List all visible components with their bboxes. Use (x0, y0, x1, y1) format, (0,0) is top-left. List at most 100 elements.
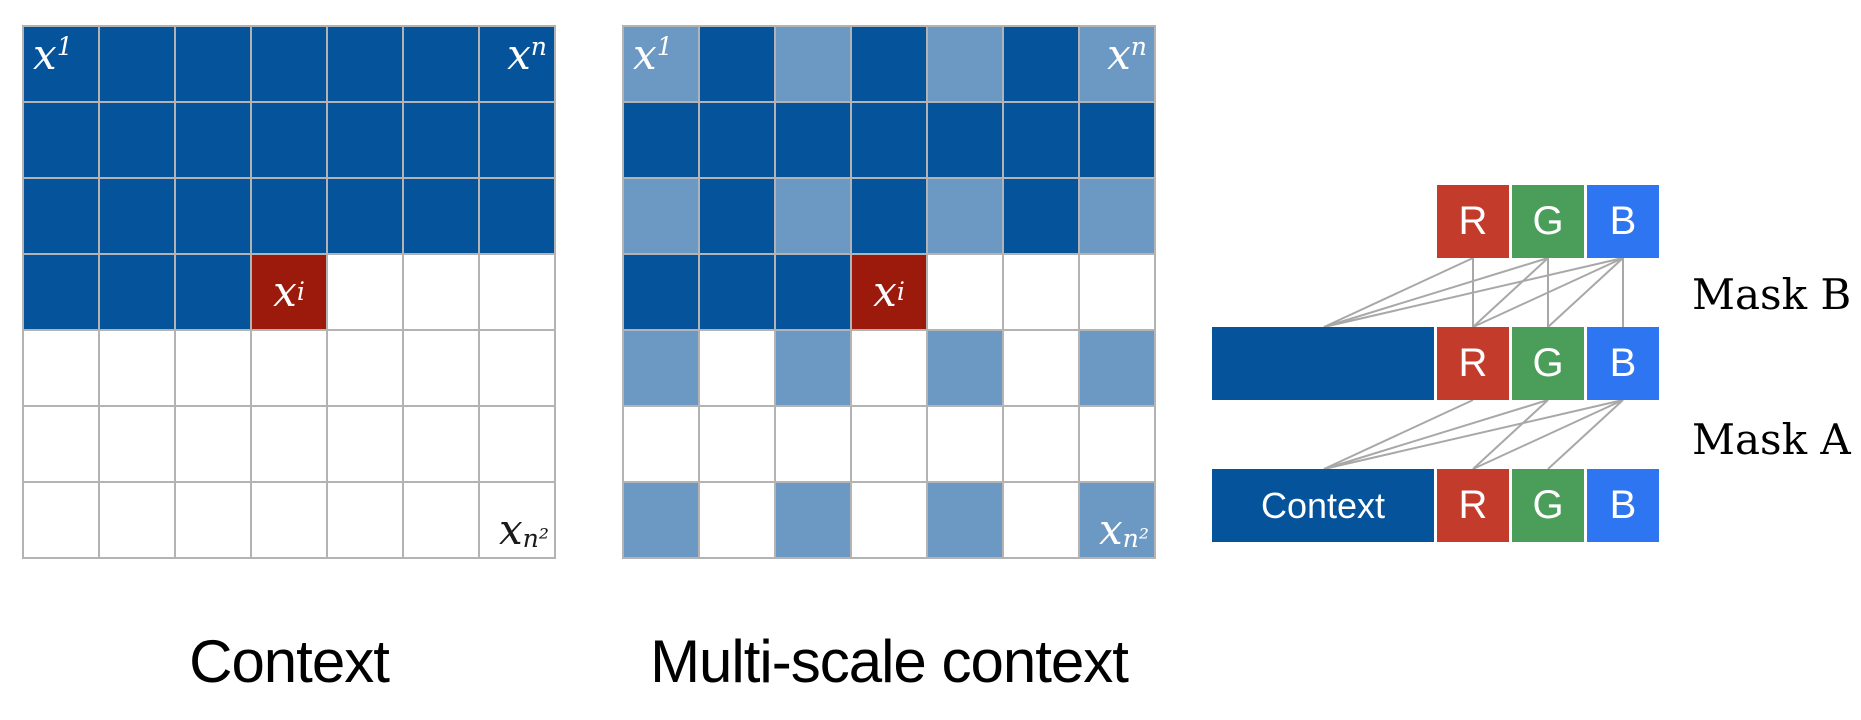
r-cell-bottom: R (1437, 469, 1509, 542)
cell-context (480, 27, 554, 101)
mask-b-line-R-B (1472, 257, 1624, 328)
cell-multiscale-context (624, 27, 698, 101)
cell-future (928, 407, 1002, 481)
cell-multiscale-context (928, 179, 1002, 253)
cell-context (328, 27, 402, 101)
math-base: x (33, 30, 57, 79)
cell-future (480, 407, 554, 481)
mask-b-line-G-B (1547, 257, 1624, 328)
cell-context (700, 255, 774, 329)
cell-future (328, 407, 402, 481)
math-base: x (1107, 30, 1131, 79)
left-grid-caption: Context (189, 628, 390, 695)
math-subscript: n² (1122, 523, 1149, 553)
cell-context (480, 103, 554, 177)
cell-current-pixel (852, 255, 926, 329)
cell-context (776, 103, 850, 177)
math-base: x (633, 30, 657, 79)
math-subscript: i (296, 277, 305, 307)
cell-future (404, 483, 478, 557)
cell-future (852, 407, 926, 481)
b-cell-bottom: B (1587, 469, 1659, 542)
middle-grid-caption: Multi-scale context (650, 628, 1129, 695)
cell-multiscale-context (624, 483, 698, 557)
cell-context (328, 179, 402, 253)
cell-multiscale-context (1080, 483, 1154, 557)
math-subscript: i (896, 277, 905, 307)
cell-context (404, 103, 478, 177)
cell-context (624, 103, 698, 177)
cell-context (252, 179, 326, 253)
cell-future (1004, 407, 1078, 481)
cell-context (176, 103, 250, 177)
mask-a-line-context-G (1323, 399, 1549, 470)
context-bar-bottom: Context (1212, 469, 1434, 542)
g-cell-top: G (1512, 185, 1584, 258)
b-cell-label: B (1609, 341, 1637, 385)
cell-future (24, 483, 98, 557)
cell-multiscale-context (776, 483, 850, 557)
mask-a-line-G-B (1547, 399, 1624, 470)
g-cell-label: G (1532, 341, 1564, 385)
r-cell-label: R (1458, 483, 1488, 527)
cell-future (480, 331, 554, 405)
cell-future (776, 407, 850, 481)
cell-context (776, 255, 850, 329)
g-cell-bottom: G (1512, 469, 1584, 542)
cell-future (404, 407, 478, 481)
math-base: x (498, 505, 523, 554)
cell-context (176, 255, 250, 329)
cell-multiscale-context (624, 179, 698, 253)
cell-future (100, 483, 174, 557)
cell-context (852, 179, 926, 253)
cell-future (852, 483, 926, 557)
cell-future (24, 407, 98, 481)
cell-future (252, 483, 326, 557)
cell-context (252, 103, 326, 177)
cell-context (1004, 27, 1078, 101)
cell-future (100, 407, 174, 481)
cell-future (1004, 255, 1078, 329)
cell-future (1004, 331, 1078, 405)
math-subscript: n (530, 32, 547, 61)
mask-b-line-context-R (1323, 257, 1474, 328)
cell-context (928, 103, 1002, 177)
cell-multiscale-context (1080, 27, 1154, 101)
cell-context (176, 179, 250, 253)
cell-context (100, 255, 174, 329)
r-cell-top: R (1437, 185, 1509, 258)
mask-a-line-R-G (1472, 399, 1549, 470)
cell-multiscale-context (624, 331, 698, 405)
cell-context (100, 27, 174, 101)
mask-b-line-context-G (1323, 257, 1549, 328)
cell-future (404, 255, 478, 329)
cell-current-pixel (252, 255, 326, 329)
mask-a-line-context-R (1323, 399, 1474, 470)
cell-future (176, 331, 250, 405)
mask-a-line-context-B (1323, 399, 1624, 470)
mask-b-label: Mask B (1692, 270, 1852, 319)
cell-context (100, 179, 174, 253)
g-cell-label: G (1532, 199, 1564, 243)
cell-context (24, 255, 98, 329)
cell-context (624, 255, 698, 329)
g-cell-label: G (1532, 483, 1564, 527)
cell-context (404, 179, 478, 253)
cell-context (1080, 103, 1154, 177)
math-base: x (873, 267, 897, 316)
cell-context (1004, 103, 1078, 177)
b-cell-top: B (1587, 185, 1659, 258)
cell-future (852, 331, 926, 405)
cell-future (404, 331, 478, 405)
cell-context (852, 103, 926, 177)
cell-future (176, 483, 250, 557)
cell-context (24, 179, 98, 253)
cell-future (176, 407, 250, 481)
